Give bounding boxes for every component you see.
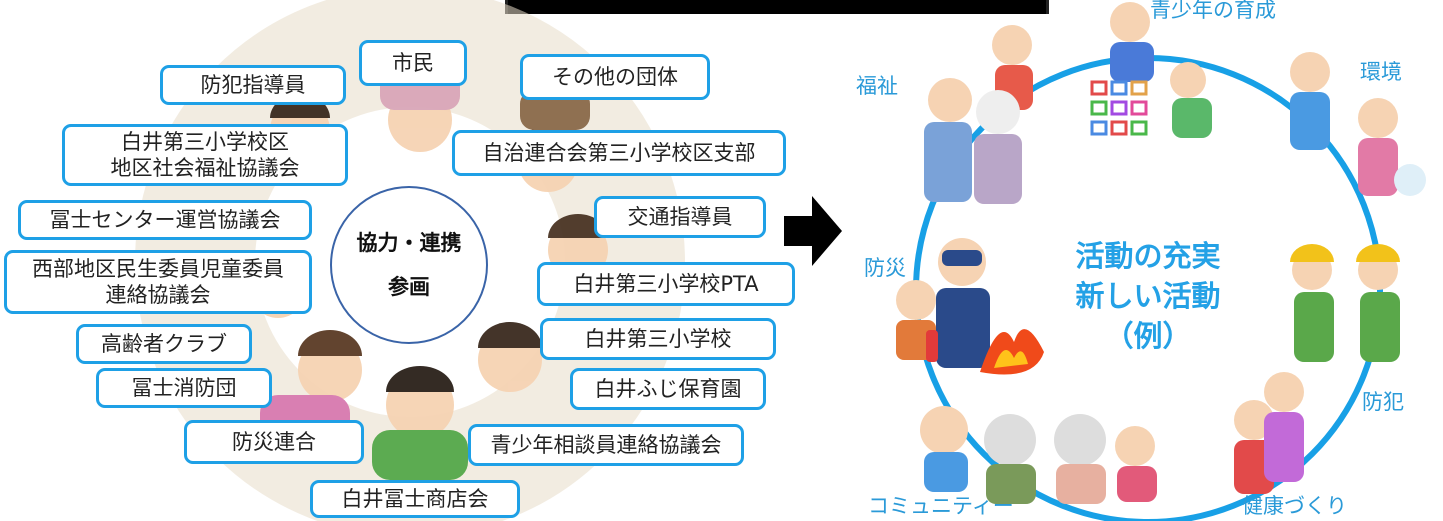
- category-bousai: 防災: [864, 256, 906, 280]
- box-jichi-rengokai: 自治連合会第三小学校区支部: [452, 130, 786, 176]
- box-minsei-iin: 西部地区民生委員児童委員 連絡協議会: [4, 250, 312, 314]
- box-shakai-fukushi: 白井第三小学校区 地区社会福祉協議会: [62, 124, 348, 186]
- category-community: コミュニティー: [868, 494, 1014, 518]
- box-shimin: 市民: [359, 40, 467, 86]
- box-shougakkou: 白井第三小学校: [540, 318, 776, 360]
- activity-center-text: 活動の充実 新しい活動 （例）: [1048, 236, 1248, 356]
- box-shouboudan: 冨士消防団: [96, 368, 272, 408]
- box-sonota-dantai: その他の団体: [520, 54, 710, 100]
- right-arrow-icon: [784, 196, 842, 266]
- activity-diagram: 青少年の育成 環境 福祉 防災 防犯 コミュニティー 健康づくり 活動の充実 新…: [830, 0, 1443, 521]
- category-kenkou: 健康づくり: [1242, 494, 1347, 518]
- box-bousai-rengo: 防災連合: [184, 420, 364, 464]
- category-fukushi: 福祉: [856, 74, 898, 98]
- box-shoutenkai: 白井冨士商店会: [310, 480, 520, 518]
- category-kankyo: 環境: [1360, 60, 1402, 84]
- blocks-icon: [1090, 80, 1148, 136]
- activity-ring-illustration: [896, 2, 1426, 521]
- box-seishounen-soudanin: 青少年相談員連絡協議会: [468, 424, 744, 466]
- cooperation-diagram: 市民 防犯指導員 その他の団体 白井第三小学校区 地区社会福祉協議会 自治連合会…: [4, 0, 795, 521]
- center-circle: 協力・連携 参画: [330, 186, 488, 344]
- center-line1: 協力・連携: [356, 231, 462, 255]
- activity-center-line1: 活動の充実: [1075, 239, 1221, 273]
- box-pta: 白井第三小学校PTA: [537, 262, 795, 306]
- box-hoikuen: 白井ふじ保育園: [570, 368, 766, 410]
- category-bouhan: 防犯: [1362, 390, 1404, 414]
- category-seishounen: 青少年の育成: [1150, 0, 1276, 22]
- center-line2: 参画: [388, 275, 430, 299]
- box-koureisha-club: 高齢者クラブ: [76, 324, 252, 364]
- activity-center-line2: 新しい活動: [1075, 279, 1221, 313]
- box-bouhan-shidouin: 防犯指導員: [160, 65, 346, 105]
- activity-center-line3: （例）: [1104, 319, 1192, 353]
- box-fuji-center: 冨士センター運営協議会: [18, 200, 312, 240]
- box-koutsu-shidouin: 交通指導員: [594, 196, 766, 238]
